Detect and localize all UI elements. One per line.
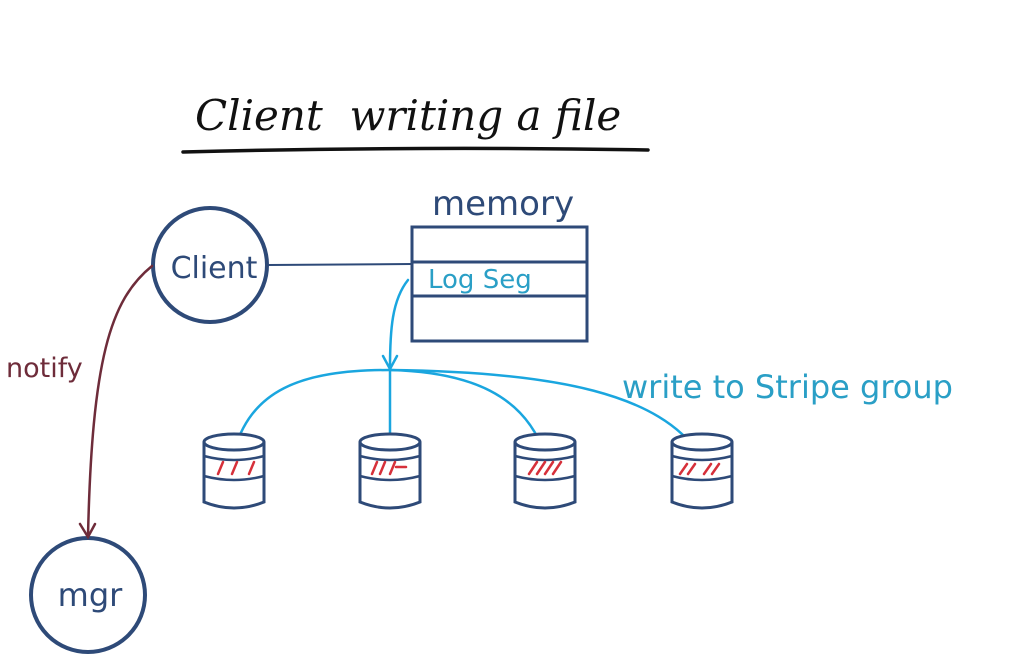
disk	[358, 432, 422, 510]
manager-label: mgr	[58, 576, 123, 614]
disk	[202, 432, 266, 510]
client-node: Client	[151, 206, 269, 324]
disk	[670, 432, 734, 510]
log-segment-label: Log Seg	[428, 265, 532, 295]
client-label: Client	[171, 251, 258, 286]
notify-arrow	[78, 264, 154, 540]
notify-label: notify	[6, 353, 83, 384]
title-underline	[181, 146, 650, 154]
disk	[513, 432, 577, 510]
client-memory-link	[267, 263, 413, 266]
memory-box	[410, 225, 589, 343]
manager-node: mgr	[29, 536, 147, 654]
write-label: write to Stripe group	[622, 368, 953, 406]
memory-label: memory	[432, 184, 574, 224]
diagram-title: Client writing a file	[195, 91, 621, 140]
